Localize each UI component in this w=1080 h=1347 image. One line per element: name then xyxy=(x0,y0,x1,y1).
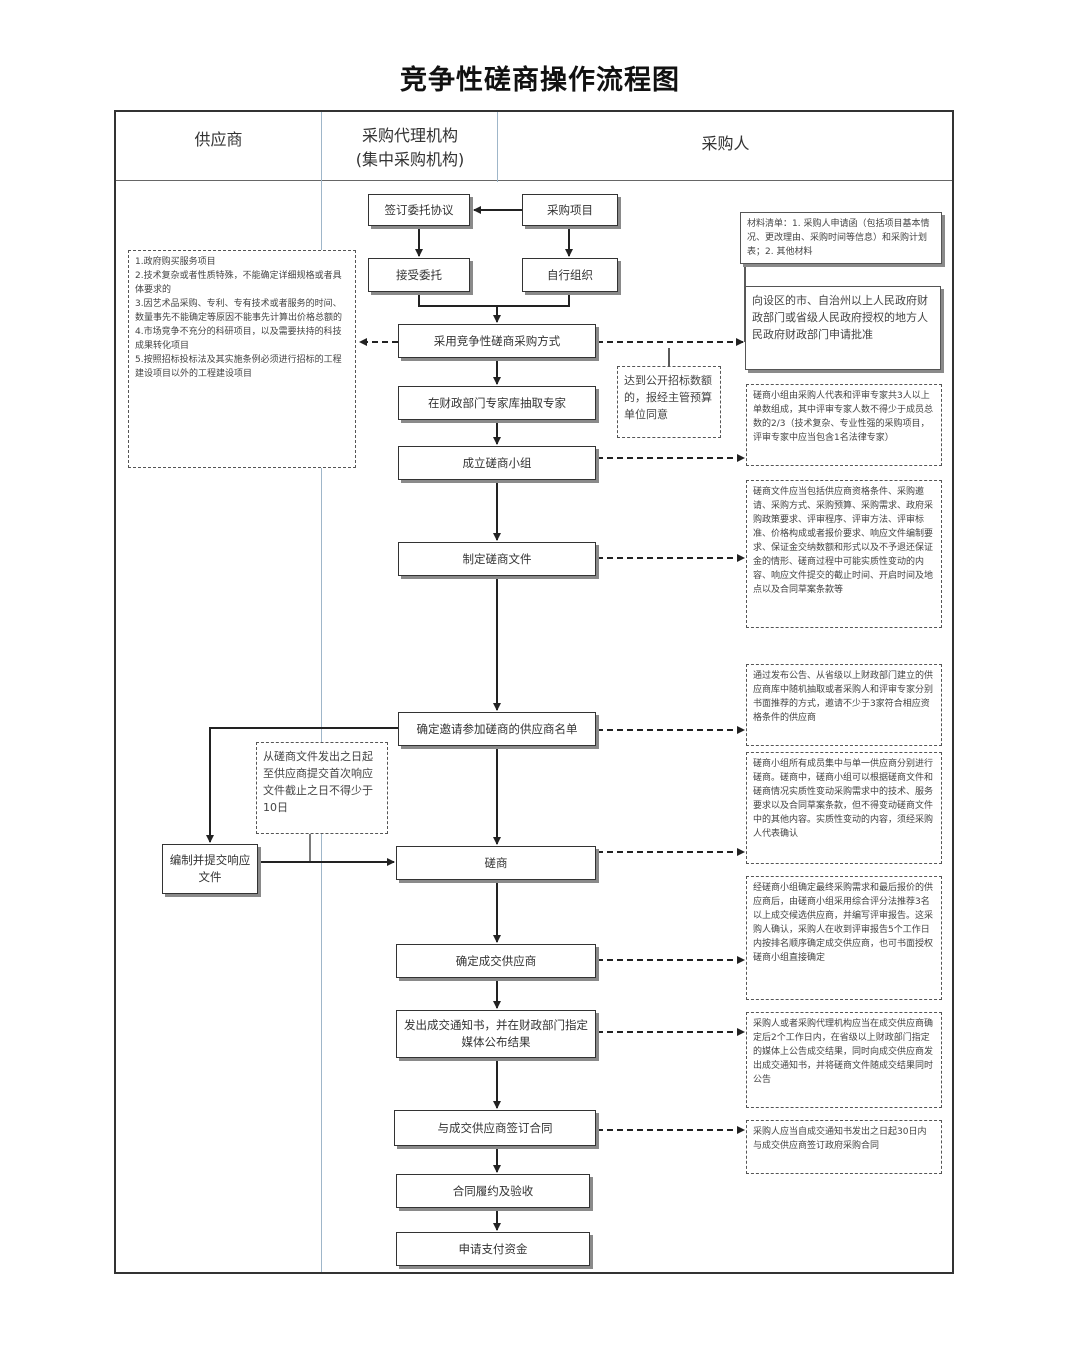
box-confirm-list: 确定邀请参加磋商的供应商名单 xyxy=(398,712,596,746)
box-make-docs: 制定磋商文件 xyxy=(398,542,596,576)
arrow-self-to-adopt xyxy=(497,292,570,307)
box-sign-agreement: 签订委托协议 xyxy=(368,194,470,226)
box-apply-payment: 申请支付资金 xyxy=(396,1232,590,1266)
note-material-list: 材料清单：1. 采购人申请函（包括项目基本情况、更改理由、采购时间等信息）和采购… xyxy=(740,212,942,264)
note-applicable-scope: 1.政府购买服务项目 2.技术复杂或者性质特殊，不能确定详细规格或者具体要求的 … xyxy=(128,250,356,468)
lane-divider-left xyxy=(321,112,322,1272)
note-announce-rule: 采购人或者采购代理机构应当在成交供应商确定后2个工作日内，在省级以上财政部门指定… xyxy=(746,1012,942,1108)
lane-header-purchaser: 采购人 xyxy=(701,134,750,153)
page-title: 竞争性磋商操作流程图 xyxy=(400,65,680,96)
note-threshold: 达到公开招标数额的，报经主管预算单位同意 xyxy=(617,366,721,438)
box-self-org: 自行组织 xyxy=(522,258,618,292)
box-prepare-response: 编制并提交响应文件 xyxy=(162,844,258,894)
note-invite-rule: 通过发布公告、从省级以上财政部门建立的供应商库中随机抽取或者采购人和评审专家分别… xyxy=(746,664,942,746)
box-determine-supplier: 确定成交供应商 xyxy=(396,944,596,978)
header-divider xyxy=(116,180,952,181)
box-negotiate: 磋商 xyxy=(396,846,596,880)
lane-header-agency: 采购代理机构 (集中采购机构) xyxy=(323,124,497,172)
note-time-rule: 从磋商文件发出之日起至供应商提交首次响应文件截止之日不得少于10日 xyxy=(256,742,388,834)
box-form-group: 成立磋商小组 xyxy=(398,446,596,480)
box-sign-contract: 与成交供应商签订合同 xyxy=(394,1110,596,1146)
note-negotiate-rule: 磋商小组所有成员集中与单一供应商分别进行磋商。磋商中，磋商小组可以根据磋商文件和… xyxy=(746,752,942,864)
arrow-accept-to-adopt xyxy=(418,292,501,323)
note-approval: 向设区的市、自治州以上人民政府财政部门或省级人民政府授权的地方人民政府财政部门申… xyxy=(745,286,941,370)
box-adopt-method: 采用竞争性磋商采购方式 xyxy=(398,324,596,358)
box-issue-notice: 发出成交通知书，并在财政部门指定媒体公布结果 xyxy=(396,1010,596,1058)
box-project: 采购项目 xyxy=(522,194,618,226)
note-recommend-rule: 经磋商小组确定最终采购需求和最后报价的供应商后，由磋商小组采用综合评分法推荐3名… xyxy=(746,876,942,1000)
note-docs-rule: 磋商文件应当包括供应商资格条件、采购邀请、采购方式、采购预算、采购需求、政府采购… xyxy=(746,480,942,628)
lane-divider-right xyxy=(497,112,498,182)
lane-header-agency-line2: (集中采购机构) xyxy=(355,150,465,169)
box-perform-contract: 合同履约及验收 xyxy=(396,1174,590,1208)
swimlane-frame xyxy=(114,110,954,1274)
box-accept: 接受委托 xyxy=(368,258,470,292)
note-contract-rule: 采购人应当自成交通知书发出之日起30日内与成交供应商签订政府采购合同 xyxy=(746,1120,942,1174)
lane-header-agency-line1: 采购代理机构 xyxy=(361,126,458,145)
lane-header-supplier: 供应商 xyxy=(194,130,243,149)
box-draw-experts: 在财政部门专家库抽取专家 xyxy=(398,386,596,420)
note-expert-rule: 磋商小组由采购人代表和评审专家共3人以上单数组成，其中评审专家人数不得少于成员总… xyxy=(746,384,942,466)
arrow-list-to-supplier xyxy=(206,727,398,843)
